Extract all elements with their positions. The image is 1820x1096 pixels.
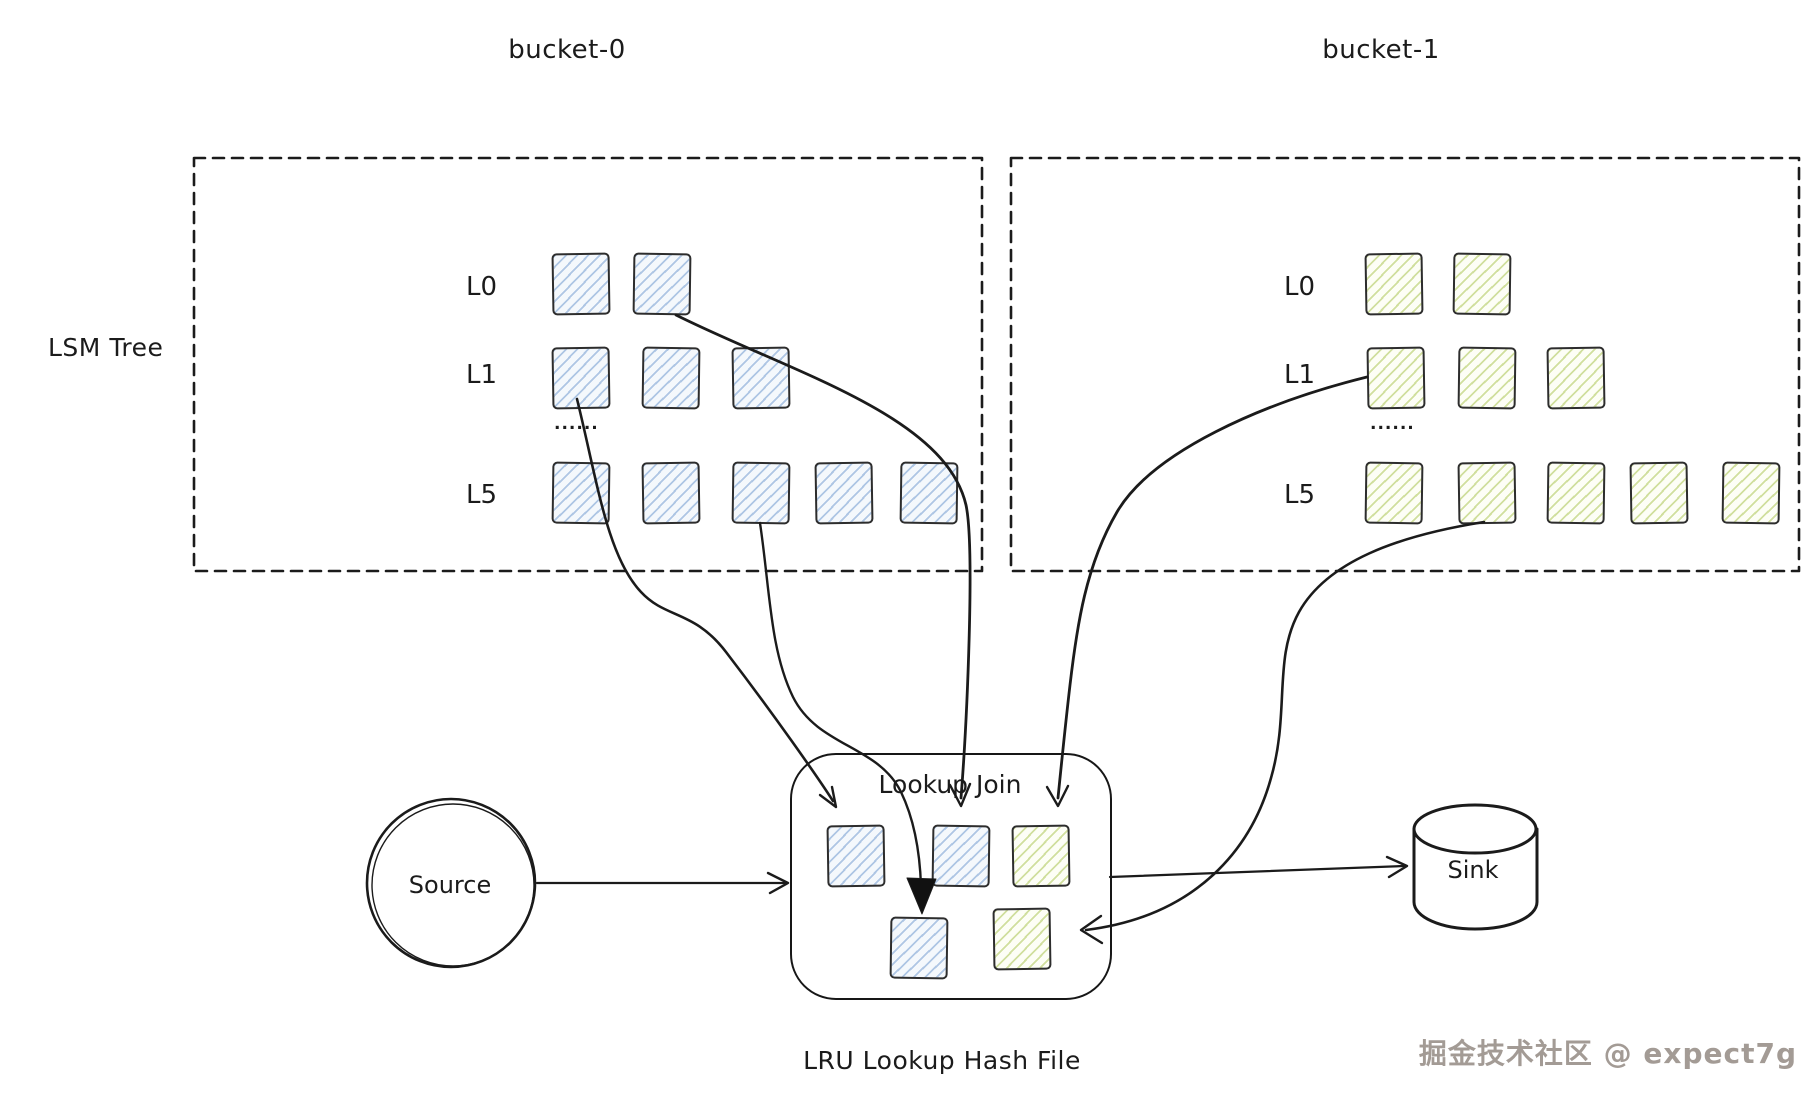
sstable-file-bucket-1-L5 (1721, 461, 1781, 525)
sstable-file-bucket-1-L1 (1546, 346, 1606, 410)
sstable-file-bucket-1-L0 (1364, 252, 1424, 316)
sstable-file-bucket-1-L5 (1629, 461, 1689, 525)
hash-slot-green (992, 907, 1052, 971)
sstable-file-bucket-0-L1 (731, 346, 791, 410)
sstable-file-bucket-0-L0 (632, 252, 692, 316)
sstable-file-bucket-0-L5 (814, 461, 874, 525)
hash-slot-blue (826, 824, 886, 888)
sstable-file-bucket-0-L5 (731, 461, 791, 525)
sstable-file-bucket-1-L0 (1452, 252, 1512, 316)
sstable-file-bucket-0-L5 (551, 461, 611, 525)
hash-slot-green (1011, 824, 1071, 888)
sstable-file-bucket-0-L1 (551, 346, 611, 410)
sstable-file-bucket-0-L0 (551, 252, 611, 316)
sstable-file-bucket-1-L1 (1457, 346, 1517, 410)
sstable-file-bucket-1-L5 (1364, 461, 1424, 525)
sstable-file-bucket-0-L1 (641, 346, 701, 410)
sstable-file-bucket-1-L5 (1546, 461, 1606, 525)
hash-slot-blue (889, 916, 949, 980)
sstable-file-bucket-1-L5 (1457, 461, 1517, 525)
hash-slot-blue (931, 824, 991, 888)
sstable-file-bucket-0-L5 (899, 461, 959, 525)
sstable-file-bucket-0-L5 (641, 461, 701, 525)
sstable-file-bucket-1-L1 (1366, 346, 1426, 410)
